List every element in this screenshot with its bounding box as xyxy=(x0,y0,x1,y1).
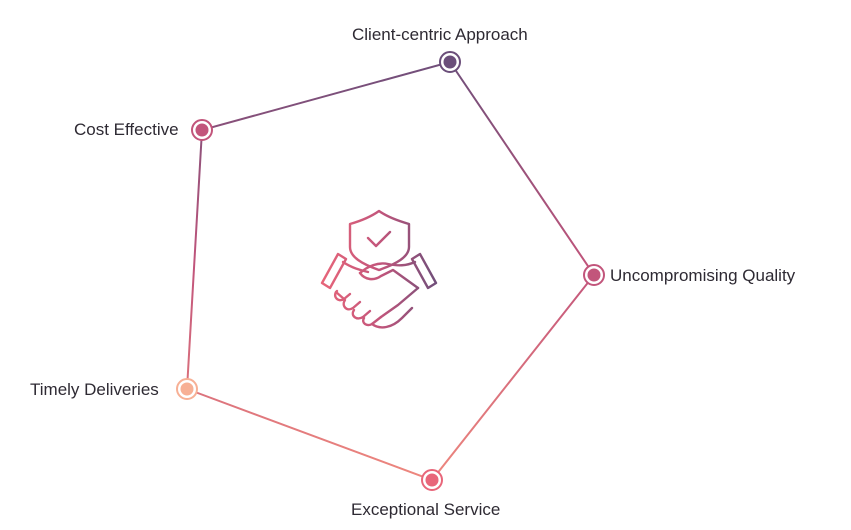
handshake-shield-icon xyxy=(320,209,438,329)
label-timely-deliveries: Timely Deliveries xyxy=(30,380,159,399)
node-cost-effective xyxy=(191,119,213,141)
label-client-centric-approach: Client-centric Approach xyxy=(352,25,528,44)
pentagon-outline xyxy=(185,60,596,482)
node-timely-deliveries xyxy=(176,378,198,400)
label-uncompromising-quality: Uncompromising Quality xyxy=(610,266,796,285)
node-exceptional-service xyxy=(421,469,443,491)
label-cost-effective: Cost Effective xyxy=(74,120,179,139)
label-exceptional-service: Exceptional Service xyxy=(351,500,501,519)
node-client-centric-approach xyxy=(439,51,461,73)
node-uncompromising-quality xyxy=(583,264,605,286)
